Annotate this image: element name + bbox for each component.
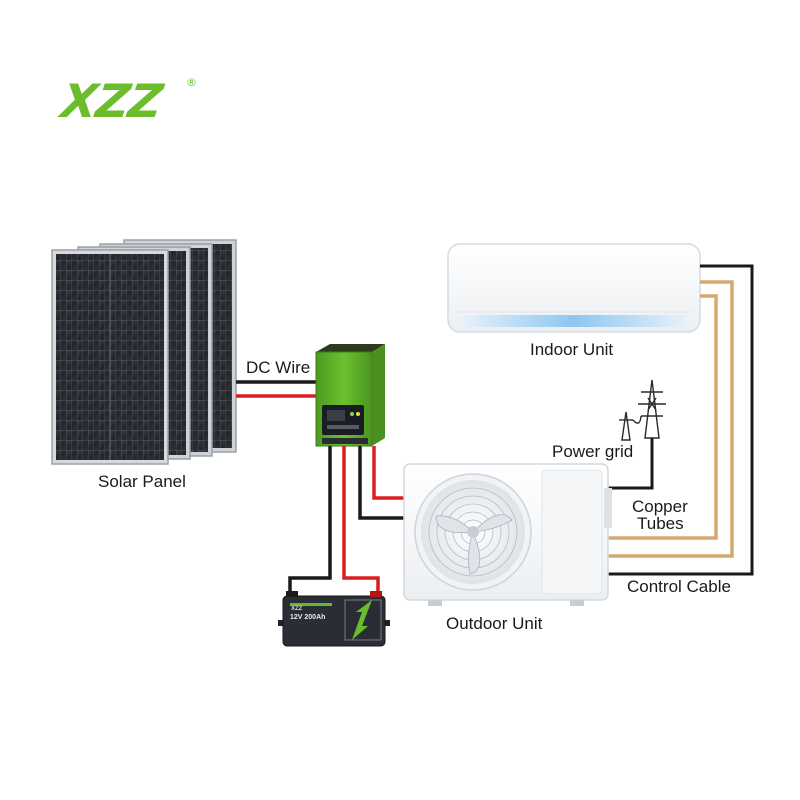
outdoor-unit-valves: [604, 488, 612, 528]
fan-hub: [467, 526, 479, 538]
power-line: [632, 415, 642, 424]
controller-screen: [327, 410, 345, 421]
solar-panel-label: Solar Panel: [98, 472, 186, 491]
dc-wire-label: DC Wire: [246, 358, 311, 377]
registered-mark: ®: [186, 76, 197, 89]
fan-blades: [435, 514, 513, 575]
outdoor-unit-side-panel: [541, 469, 603, 595]
outdoor-unit-label: Outdoor Unit: [446, 614, 543, 633]
battery-terminal-pos: [370, 591, 382, 597]
battery-wire-red: [342, 446, 380, 598]
copper-tubes-label-line1: Copper: [632, 497, 688, 516]
battery: [278, 591, 390, 647]
controller-top: [316, 344, 385, 352]
power-grid-label: Power grid: [552, 442, 634, 461]
copper-tube-outer: [608, 280, 734, 558]
battery-stripe: [290, 603, 332, 606]
indoor-unit-vent: [462, 315, 686, 327]
copper-tubes-label-line2: Tubes: [637, 514, 684, 533]
battery-label-frame: [344, 599, 382, 641]
outdoor-unit: [403, 463, 612, 606]
controller-side: [372, 344, 385, 446]
battery-brand-text: XZZ: [291, 606, 303, 612]
pylon-small: [621, 411, 631, 441]
pylon-main: [644, 379, 660, 439]
outdoor-unit-foot-left: [428, 600, 442, 606]
battery-terminal-neg: [286, 591, 298, 597]
outdoor-unit-foot-right: [570, 600, 584, 606]
dc-wires: [236, 380, 320, 398]
battery-wires: [288, 446, 380, 598]
battery-spec-text: 12V 200Ah: [290, 614, 326, 621]
copper-tube-inner: [608, 294, 718, 540]
indoor-unit-label: Indoor Unit: [530, 340, 614, 359]
controller-led-1: [350, 412, 354, 416]
solar-panels: [51, 239, 237, 465]
battery-body: [282, 595, 386, 647]
controller-terminals: [322, 438, 368, 444]
battery-wire-black: [288, 446, 332, 598]
indoor-unit-body: [447, 243, 701, 333]
power-grid-pylon: [619, 379, 666, 441]
control-cable: [608, 264, 754, 576]
controller-led-2: [356, 412, 360, 416]
control-cable-label: Control Cable: [627, 577, 731, 596]
lightning-icon: [352, 600, 372, 640]
controller-buttons: [327, 425, 359, 429]
power-grid-cable: [608, 438, 654, 490]
outdoor-wires: [358, 446, 404, 520]
copper-tubes: [608, 280, 734, 558]
pylon-brace-2: [647, 397, 657, 411]
outdoor-wire-red: [372, 446, 404, 500]
outdoor-wire-black: [358, 446, 404, 520]
indoor-unit: [447, 243, 701, 333]
solar-controller: [315, 344, 385, 447]
